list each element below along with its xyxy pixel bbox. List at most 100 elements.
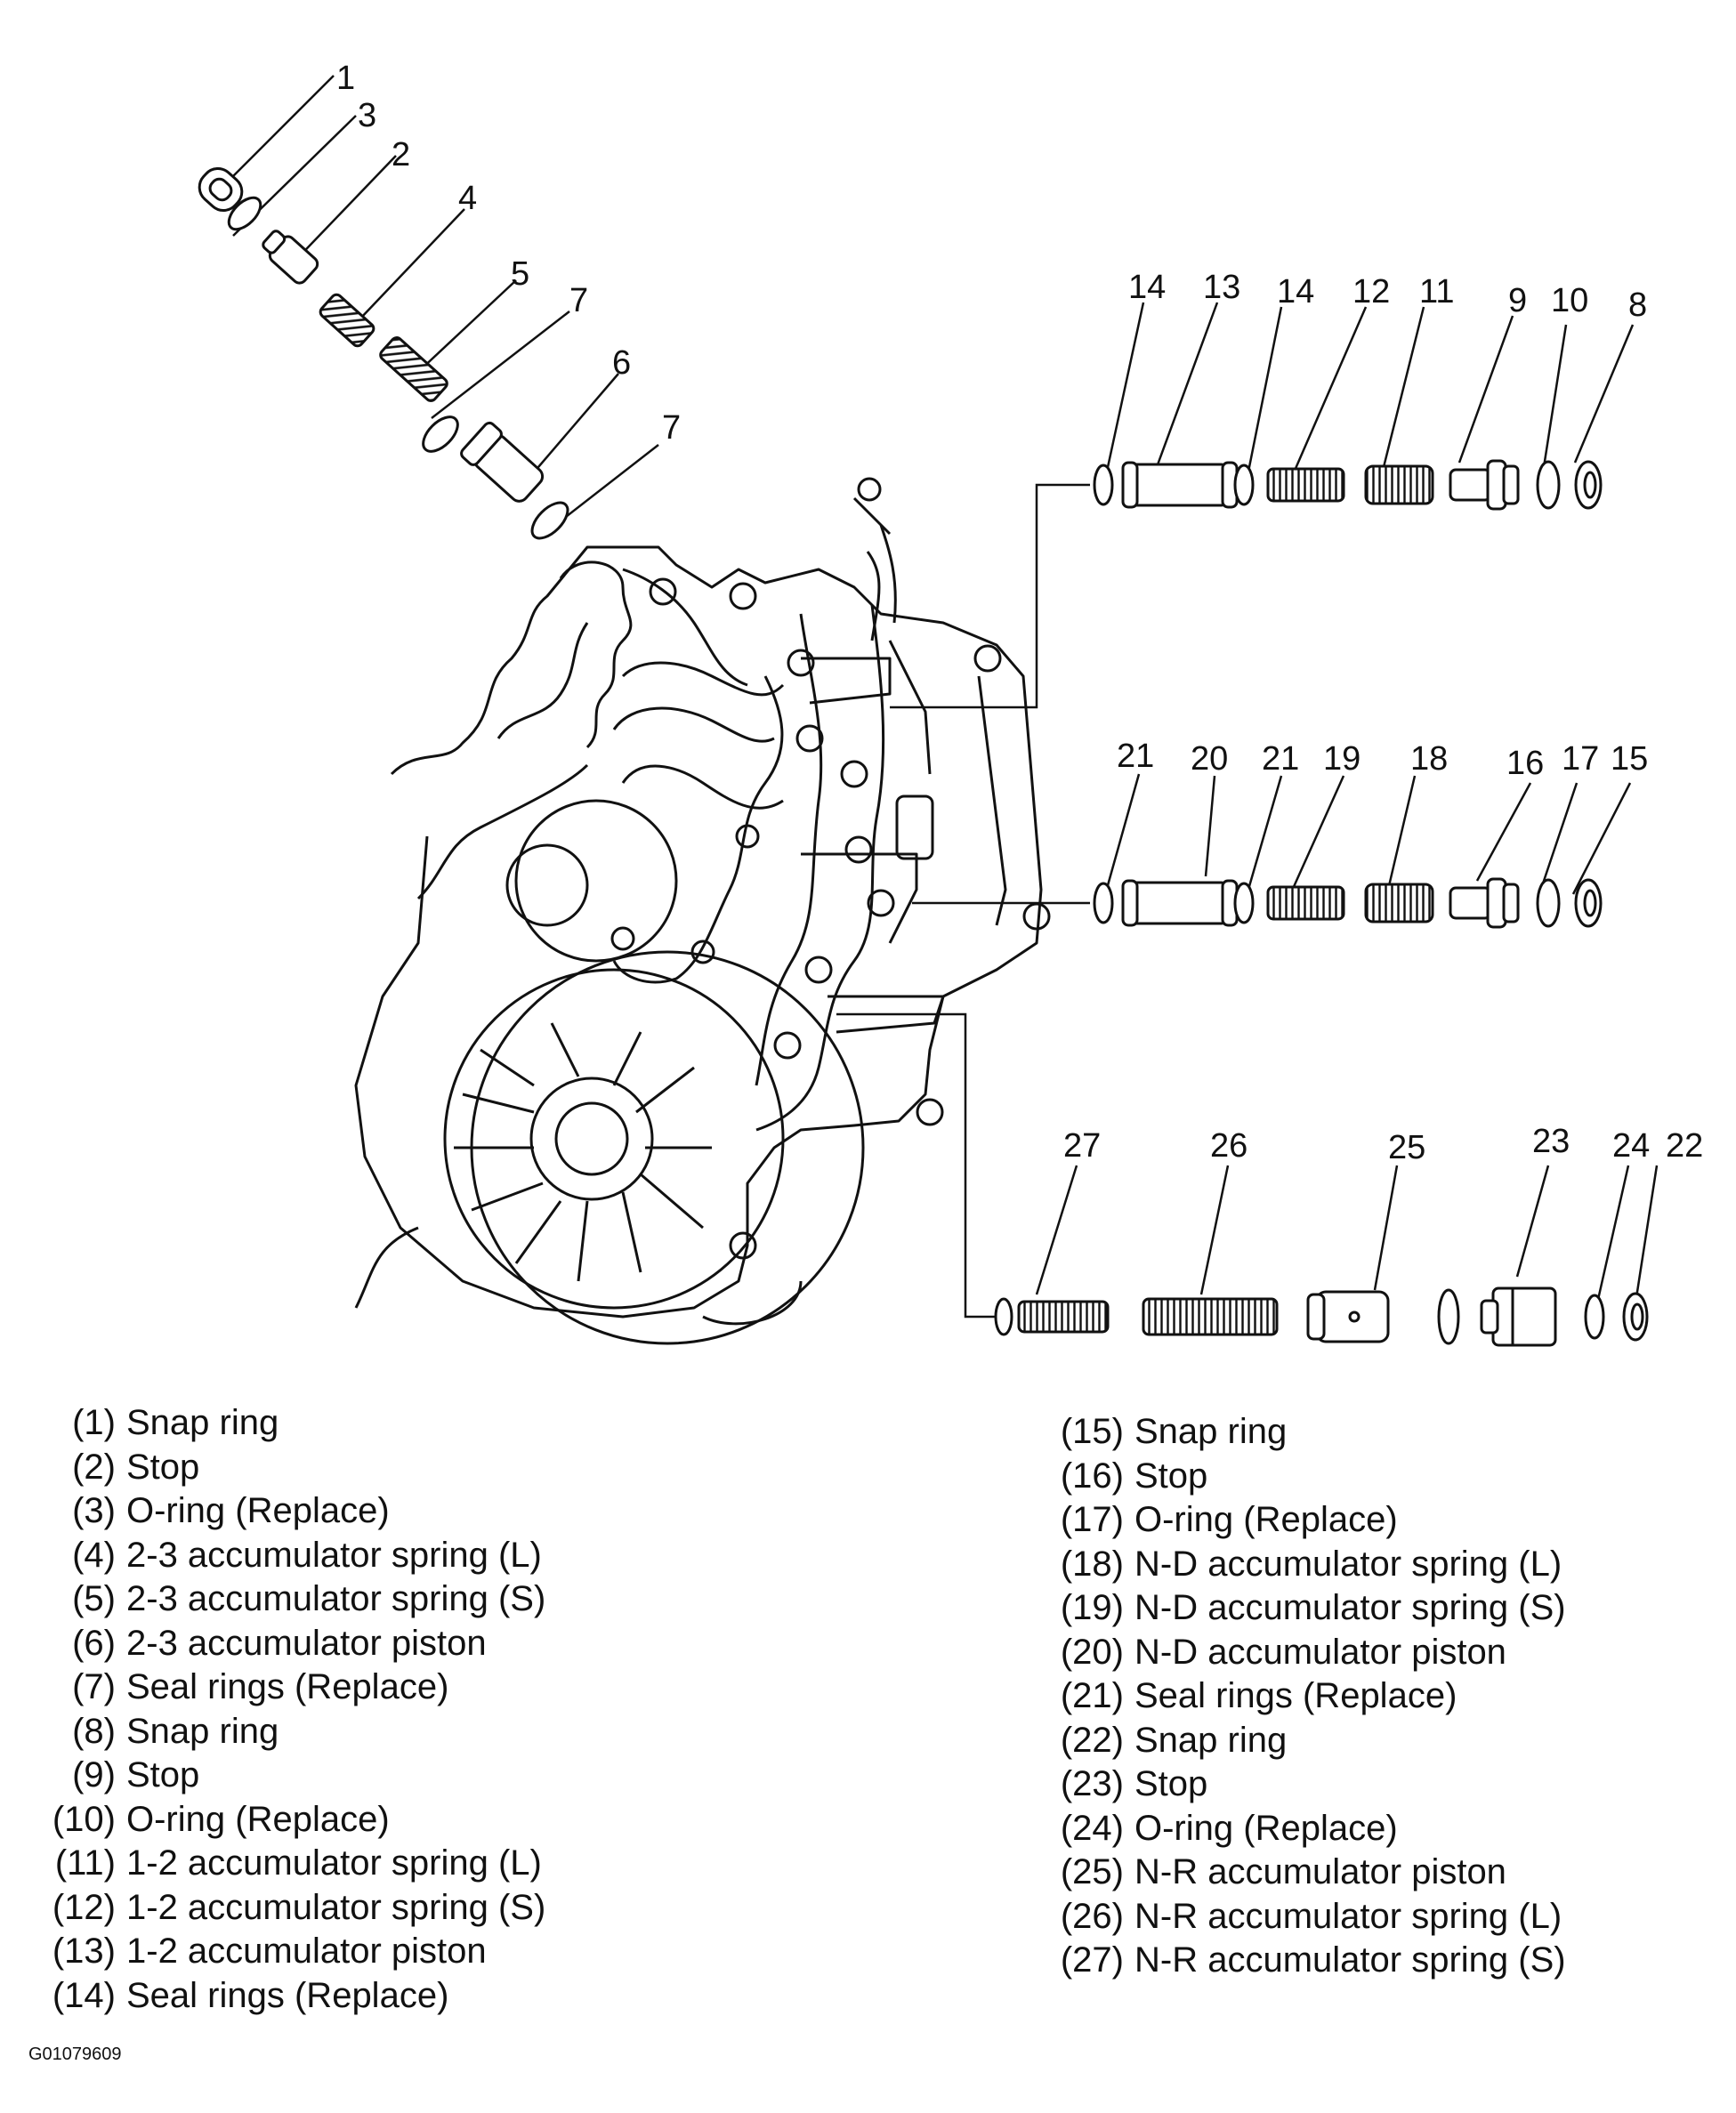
callout-1: 1 — [336, 60, 355, 97]
legend-item: (22)Snap ring — [1037, 1719, 1566, 1763]
legend-right: (15)Snap ring (16)Stop (17)O-ring (Repla… — [1037, 1410, 1566, 1983]
legend-label: 2-3 accumulator spring (S) — [126, 1579, 546, 1618]
upper-left-stack-2-3-accumulator — [198, 166, 569, 540]
callout-11: 11 — [1419, 273, 1454, 310]
legend-item: (17) O-ring (Replace) — [1037, 1498, 1566, 1543]
legend-number: (23) — [1060, 1764, 1124, 1803]
callout-7a: 7 — [569, 282, 588, 319]
legend-item: (9)Stop — [30, 1754, 545, 1798]
callout-26: 26 — [1210, 1127, 1247, 1165]
legend-item: (13) 1-2 accumulator piston — [30, 1930, 545, 1974]
callout-10: 10 — [1551, 282, 1588, 319]
legend-number: (4) — [72, 1535, 116, 1575]
legend-item: (10)O-ring (Replace) — [30, 1798, 545, 1843]
legend-item: (19)N-D accumulator spring (S) — [1037, 1586, 1566, 1631]
legend-label: Stop — [1134, 1764, 1208, 1803]
legend-number: (12) — [52, 1887, 116, 1927]
legend-label: Snap ring — [1134, 1412, 1288, 1451]
legend-number: (8) — [72, 1711, 116, 1751]
legend-label: Snap ring — [126, 1711, 279, 1751]
legend-number: (9) — [72, 1755, 116, 1794]
legend-item: (8)Snap ring — [30, 1710, 545, 1754]
callout-16: 16 — [1506, 745, 1544, 782]
legend-number: (6) — [72, 1623, 116, 1663]
legend-item: (18)N-D accumulator spring (L) — [1037, 1543, 1566, 1587]
legend-item: (11)1-2 accumulator spring (L) — [30, 1842, 545, 1886]
legend-number: (7) — [72, 1667, 116, 1706]
callout-13: 13 — [1203, 269, 1240, 306]
callout-23: 23 — [1532, 1123, 1570, 1160]
callout-14b: 14 — [1277, 273, 1314, 310]
legend-label: N-D accumulator spring (S) — [1134, 1588, 1566, 1627]
callout-27: 27 — [1063, 1127, 1101, 1165]
legend-item: (5) 2-3 accumulator spring (S) — [30, 1577, 545, 1622]
legend-number: (27) — [1060, 1940, 1124, 1980]
callout-6: 6 — [612, 344, 631, 382]
callout-19: 19 — [1323, 740, 1361, 778]
legend-label: N-R accumulator spring (S) — [1134, 1940, 1566, 1980]
legend-item: (15) Snap ring — [1037, 1410, 1566, 1455]
callout-22: 22 — [1666, 1127, 1703, 1165]
legend-number: (5) — [72, 1579, 116, 1618]
legend-label: Seal rings (Replace) — [1134, 1676, 1457, 1715]
legend-number: (21) — [1060, 1676, 1124, 1715]
legend-item: (20)N-D accumulator piston — [1037, 1631, 1566, 1675]
legend-label: O-ring (Replace) — [126, 1491, 390, 1530]
callout-7b: 7 — [662, 409, 681, 447]
legend-number: (22) — [1060, 1720, 1124, 1760]
legend-label: O-ring (Replace) — [1134, 1500, 1398, 1539]
legend-number: (18) — [1060, 1544, 1124, 1584]
callout-8: 8 — [1628, 286, 1647, 324]
callout-21a: 21 — [1117, 738, 1154, 775]
legend-item: (23) Stop — [1037, 1762, 1566, 1807]
callout-18: 18 — [1410, 740, 1448, 778]
legend-label: Stop — [1134, 1456, 1208, 1496]
legend-item: (7) Seal rings (Replace) — [30, 1665, 545, 1710]
legend-item: (14)Seal rings (Replace) — [30, 1974, 545, 2019]
callout-2: 2 — [392, 136, 410, 173]
legend-label: Seal rings (Replace) — [126, 1667, 449, 1706]
legend-number: (13) — [52, 1932, 116, 1971]
legend-number: (16) — [1060, 1456, 1124, 1496]
legend-label: N-D accumulator spring (L) — [1134, 1544, 1562, 1584]
callout-12: 12 — [1352, 273, 1390, 310]
legend-item: (3) O-ring (Replace) — [30, 1489, 545, 1534]
legend-number: (17) — [1060, 1500, 1124, 1539]
legend-number: (25) — [1060, 1852, 1124, 1891]
legend-number: (1) — [72, 1403, 116, 1442]
legend-label: 1-2 accumulator spring (L) — [126, 1843, 542, 1883]
legend-item: (6)2-3 accumulator piston — [30, 1622, 545, 1666]
legend-item: (16)Stop — [1037, 1455, 1566, 1499]
legend-item: (2)Stop — [30, 1446, 545, 1490]
legend-item: (25)N-R accumulator piston — [1037, 1851, 1566, 1895]
legend-label: 2-3 accumulator spring (L) — [126, 1535, 542, 1575]
legend-number: (3) — [72, 1491, 116, 1530]
legend-number: (2) — [72, 1447, 116, 1487]
callout-21b: 21 — [1262, 740, 1299, 778]
callout-20: 20 — [1191, 740, 1228, 778]
legend-label: N-D accumulator piston — [1134, 1632, 1506, 1672]
callout-5: 5 — [511, 255, 529, 293]
legend-number: (24) — [1060, 1808, 1124, 1848]
legend-number: (20) — [1060, 1632, 1124, 1672]
leader-lines — [213, 75, 1659, 1319]
legend-label: 2-3 accumulator piston — [126, 1623, 487, 1663]
callout-9: 9 — [1508, 282, 1527, 319]
legend-number: (10) — [52, 1799, 116, 1839]
legend-label: 1-2 accumulator piston — [126, 1932, 487, 1971]
legend-item: (27)N-R accumulator spring (S) — [1037, 1939, 1566, 1983]
row-n-r-accumulator — [994, 1286, 1649, 1347]
figure-code: G01079609 — [28, 2044, 122, 2064]
legend-label: Snap ring — [1134, 1720, 1288, 1760]
callout-24: 24 — [1612, 1127, 1650, 1165]
row-n-d-accumulator — [1093, 877, 1603, 929]
callout-4: 4 — [458, 180, 477, 217]
legend-number: (15) — [1060, 1412, 1124, 1451]
legend-item: (24)O-ring (Replace) — [1037, 1807, 1566, 1851]
legend-label: Stop — [126, 1447, 200, 1487]
callout-numbers: 1 3 2 4 5 7 6 7 14 13 14 12 11 9 10 8 21… — [336, 60, 1703, 1166]
legend-label: O-ring (Replace) — [1134, 1808, 1398, 1848]
callout-17: 17 — [1562, 740, 1599, 778]
legend-label: Seal rings (Replace) — [126, 1975, 449, 2015]
legend-item: (26)N-R accumulator spring (L) — [1037, 1895, 1566, 1940]
